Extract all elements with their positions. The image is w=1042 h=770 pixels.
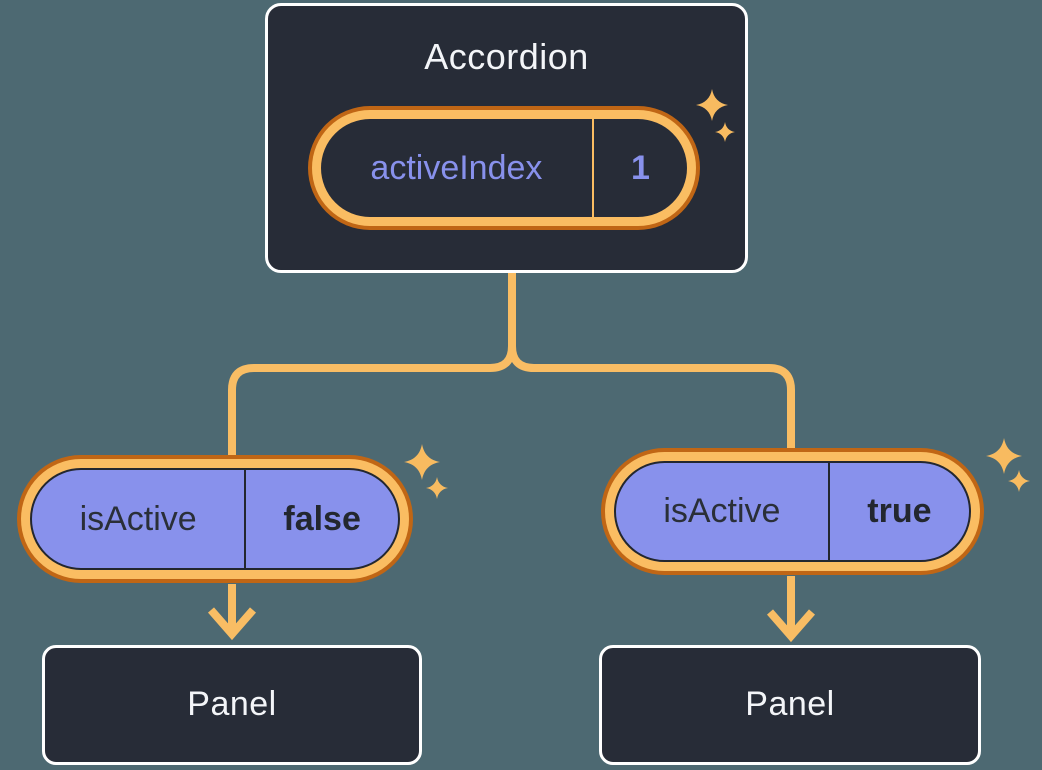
sparkle-icon [986,438,1022,474]
prop-left-value-label: false [283,499,361,538]
state-pill-ring: activeIndex 1 [312,110,696,226]
accordion-title: Accordion [424,36,589,77]
panel-component-box-right: Panel [599,645,981,765]
arrow-left-head [207,607,257,641]
prop-left-key-label: isActive [79,499,197,538]
prop-pill-left: isActive false [17,455,413,583]
connector-left-branch [228,345,516,456]
arrow-right-head [766,609,816,643]
prop-right-value-label: true [867,492,932,530]
panel-left-title: Panel [187,685,277,724]
sparkle-icon [404,444,440,480]
prop-pill-right-divider [827,463,830,560]
state-pill: activeIndex 1 [308,106,700,230]
sparkle-icon [426,477,448,499]
prop-pill-left-ring: isActive false [21,459,409,579]
sparkle-icon [1008,470,1030,492]
state-pill-divider [591,119,594,217]
prop-pill-left-divider [244,470,247,568]
prop-pill-right: isActive true [601,448,984,575]
sparkle-icon [715,122,735,142]
state-value-label: 1 [630,148,650,187]
connector-right-branch [508,345,795,449]
state-key-label: activeIndex [370,148,543,187]
prop-pill-right-ring: isActive true [605,452,980,571]
sparkle-icon [696,89,728,121]
panel-component-box-left: Panel [42,645,422,765]
panel-right-title: Panel [745,685,835,724]
prop-right-key-label: isActive [663,492,781,530]
